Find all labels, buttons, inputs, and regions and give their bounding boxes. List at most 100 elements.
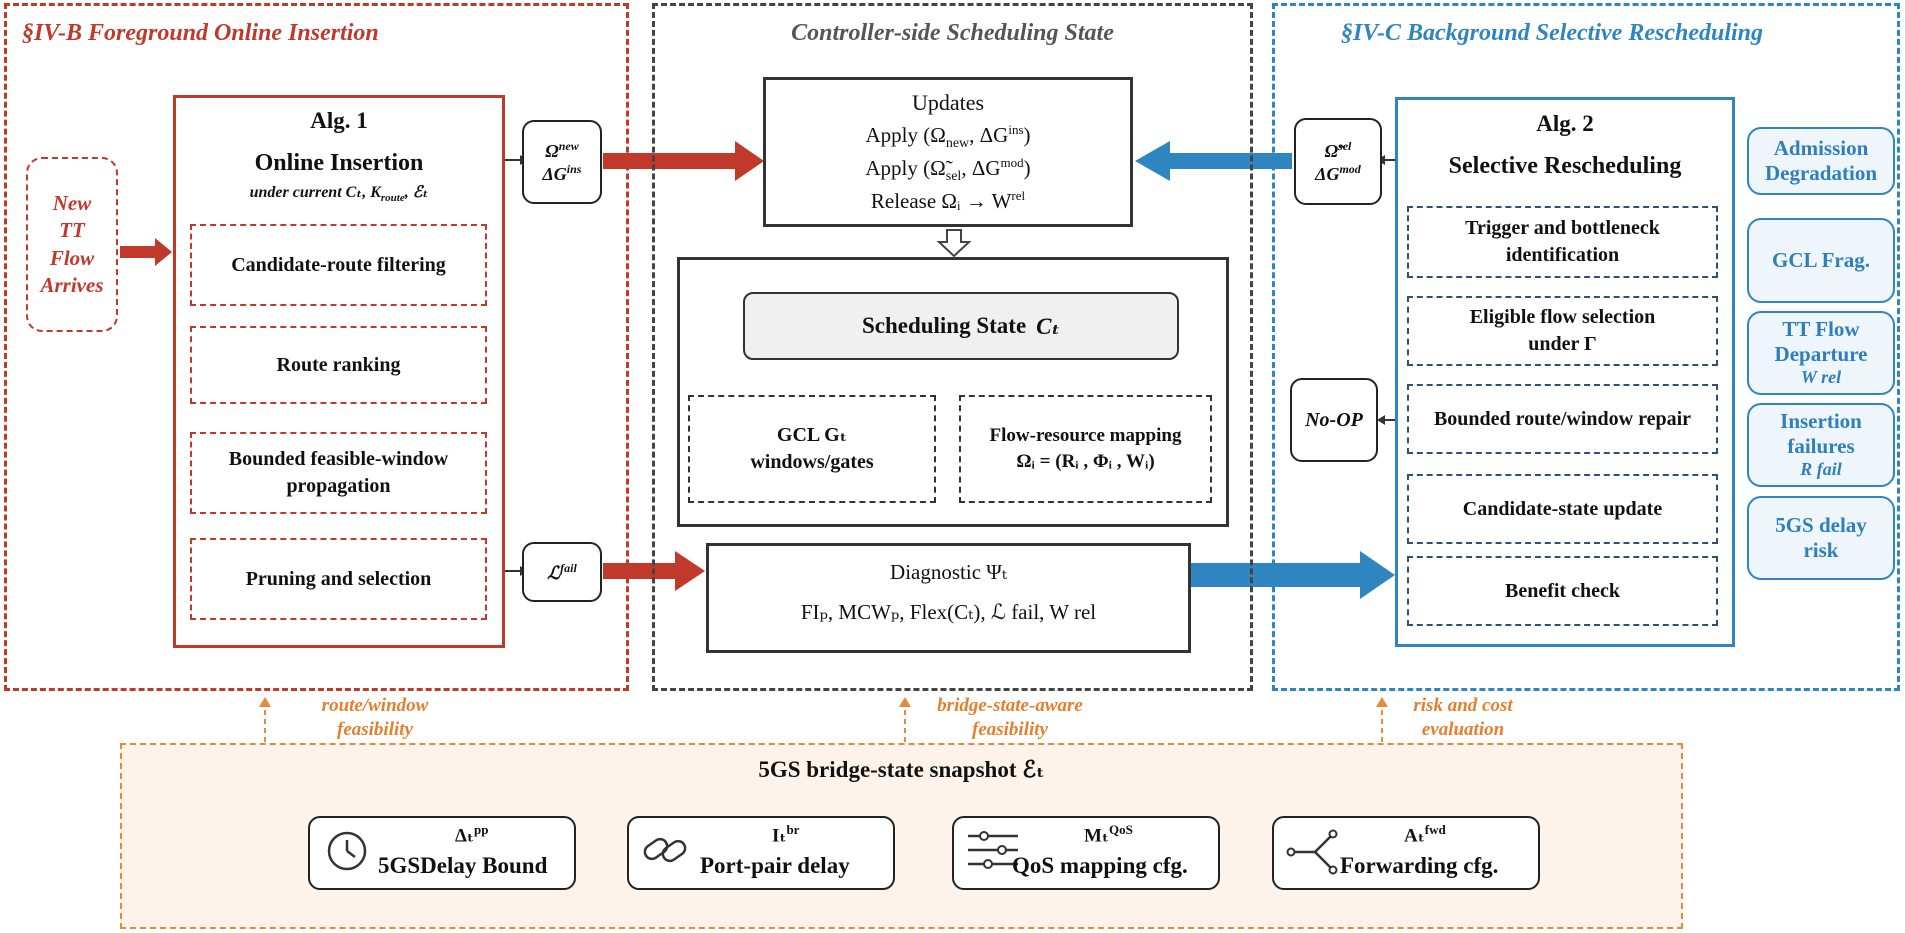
snapshot-label: Forwarding cfg. (1340, 853, 1499, 878)
sliders-icon (968, 831, 1018, 869)
trigger-line: Departure (1774, 342, 1868, 367)
new-flow-box: New TT Flow Arrives (26, 157, 118, 332)
alg1-step: Pruning and selection (190, 538, 487, 620)
snapshot-symbol-sup: br (786, 822, 800, 837)
diagnostic-box (706, 543, 1191, 653)
trigger-line: 5GS delay (1775, 512, 1867, 537)
new-flow-line: Arrives (40, 272, 104, 297)
snapshot-symbol-base: Aₜ (1404, 825, 1425, 847)
frm-line2: Ωᵢ = (Rᵢ , Φᵢ , Wᵢ) (1016, 451, 1155, 472)
omega-new-box: Ωnew ΔGins (522, 120, 602, 204)
snapshot-label: 5GSDelay Bound (378, 853, 548, 878)
alg2-name: Selective Rescheduling (1448, 153, 1682, 179)
link-icon (643, 837, 687, 863)
delta-mod-sup: mod (1339, 161, 1361, 176)
scheduling-state-title: Scheduling State (861, 313, 1027, 338)
trigger-line: Insertion (1780, 409, 1862, 434)
updates-line2-text: Apply (Ω̃ (865, 156, 946, 180)
flow-resource-box: Flow-resource mapping Ωᵢ = (Rᵢ , Φᵢ , Wᵢ… (959, 395, 1212, 503)
new-flow-line: Flow (49, 245, 95, 270)
right-panel-title: §IV-C Background Selective Rescheduling (1340, 20, 1763, 46)
feasibility-text: route/window feasibility (321, 695, 429, 740)
snapshot-symbol-base: Δₜ (455, 825, 474, 847)
arrow-diagnostic-to-alg2 (1191, 551, 1395, 599)
new-flow-line: TT (59, 218, 85, 243)
trigger-line: GCL Frag. (1772, 247, 1870, 272)
snapshot-symbol-sup: fwd (1424, 822, 1446, 837)
omega-new-label: Ωnew (545, 139, 578, 162)
fail-symbol: ℒ (547, 562, 561, 583)
delta-mod-symbol: ΔG (1315, 163, 1340, 184)
alg1-step: Route ranking (190, 326, 487, 404)
arrow-omegasel-to-updates (1135, 141, 1292, 181)
trigger-line: W rel (1800, 367, 1842, 388)
trigger-line: Degradation (1765, 161, 1877, 185)
arrow-newflow-to-alg1 (120, 238, 172, 266)
right-panel (1272, 3, 1900, 691)
trigger-line: Admission (1773, 135, 1869, 160)
fail-label: ℒfail (547, 561, 577, 584)
alg1-name: Online Insertion (254, 150, 424, 176)
fork-icon (1286, 829, 1338, 875)
arrow-omega-to-updates (603, 141, 764, 181)
snapshot-symbol-sup: QoS (1108, 822, 1133, 837)
trigger-tt-flow-departure: TT Flow Departure W rel (1747, 311, 1895, 395)
snapshot-symbol: Iₜbr (772, 822, 799, 847)
fail-box: ℒfail (522, 542, 602, 602)
snapshot-symbol: MₜQoS (1084, 822, 1133, 847)
alg2-step: Candidate-state update (1407, 474, 1718, 544)
gcl-line2: windows/gates (750, 451, 874, 473)
trigger-gcl-frag: GCL Frag. (1747, 218, 1895, 303)
alg1-subtitle-main: under current Cₜ, K (249, 184, 381, 201)
trigger-5gs-delay-risk: 5GS delay risk (1747, 496, 1895, 580)
trigger-line: TT Flow (1782, 317, 1860, 342)
snapshot-label: QoS mapping cfg. (1012, 853, 1188, 878)
updates-line3-sup: rel (1011, 188, 1026, 203)
feasibility-text: risk and cost evaluation (1413, 695, 1513, 740)
snapshot-title: 5GS bridge-state snapshot ℰₜ (758, 757, 1045, 782)
alg1-subtitle-end: , ℰₜ (404, 184, 429, 201)
feasibility-text: bridge-state-aware feasibility (937, 695, 1083, 740)
omega-new-sup: new (558, 139, 579, 153)
snapshot-symbol: Δₜpp (455, 822, 488, 847)
snapshot-symbol-sup: pp (473, 822, 489, 837)
scheduling-state-symbol: Cₜ (1036, 313, 1061, 339)
snapshot-card (952, 816, 1220, 890)
updates-line-2: Apply (Ω̃sel, ΔGmod) (865, 155, 1031, 185)
delta-ins-sup: ins (566, 162, 582, 176)
diagnostic-line: FIₚ, MCWₚ, Flex(Cₜ), ℒ fail, W rel (800, 600, 1097, 624)
updates-line2-sup: mod (1000, 155, 1024, 170)
alg1-step: Candidate-route filtering (190, 224, 487, 306)
trigger-insertion-failures: Insertion failures R fail (1747, 403, 1895, 487)
fail-sup: fail (560, 560, 577, 575)
omega-sel-box: Ω̃sel ΔGmod (1294, 118, 1382, 205)
left-panel-title: §IV-B Foreground Online Insertion (22, 20, 379, 46)
updates-line1-sup: ins (1008, 122, 1024, 137)
alg2-step: Eligible flow selection under Γ (1407, 296, 1718, 366)
omega-sel-symbol: Ω̃ (1324, 140, 1339, 161)
frm-line1: Flow-resource mapping (989, 425, 1182, 447)
omega-sel-sup: sel (1338, 138, 1352, 153)
alg2-title: Alg. 2 (1536, 111, 1594, 136)
delta-symbol: ΔG (542, 164, 567, 184)
delta-ins-label: ΔGins (543, 162, 582, 185)
updates-line3-text: Release Ωᵢ → W (870, 189, 1012, 213)
diagnostic-title: Diagnostic Ψₜ (890, 560, 1007, 584)
new-flow-line: New (52, 190, 92, 215)
alg1-title: Alg. 1 (310, 108, 368, 133)
alg2-step: Benefit check (1407, 556, 1718, 626)
alg1-step: Bounded feasible-window propagation (190, 432, 487, 514)
snapshot-card (308, 816, 576, 890)
updates-line1-end: , ΔG (969, 123, 1009, 147)
gcl-line1: GCL Gₜ (776, 424, 848, 446)
alg2-step: Bounded route/window repair (1407, 384, 1718, 454)
updates-line2-end: , ΔG (961, 156, 1001, 180)
trigger-line: risk (1803, 538, 1839, 562)
updates-box (763, 77, 1133, 227)
delta-mod-label: ΔGmod (1315, 162, 1361, 185)
left-panel (4, 3, 629, 691)
updates-title: Updates (911, 90, 985, 115)
alg1-subtitle: under current Cₜ, Kroute, ℰₜ (173, 182, 505, 204)
arrow-updates-to-state (936, 229, 972, 258)
